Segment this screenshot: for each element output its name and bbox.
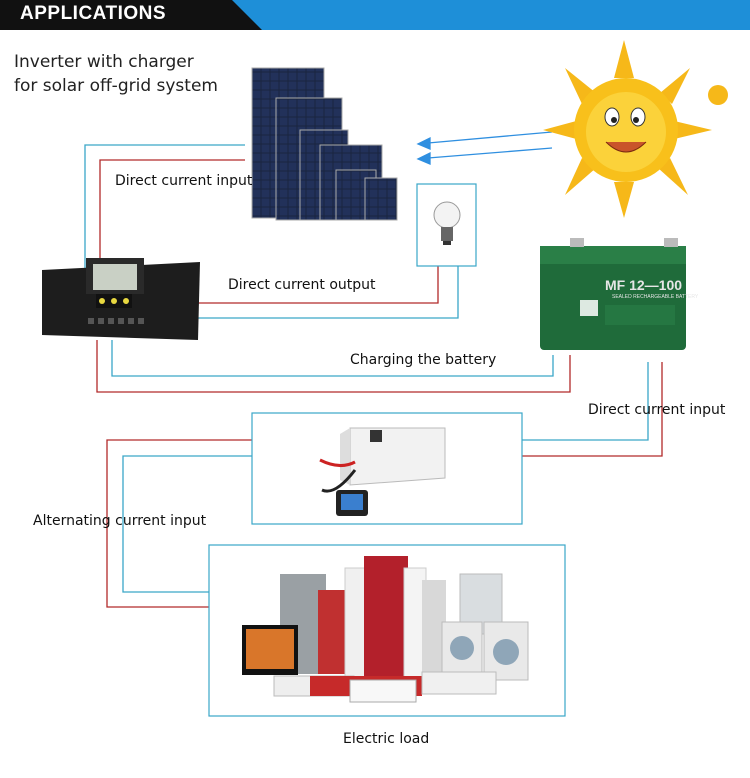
banner-shape <box>0 0 750 30</box>
wire-ac-blue <box>122 455 252 593</box>
label-dc-output: Direct current output <box>228 277 376 293</box>
label-dc-input-right: Direct current input <box>588 402 726 418</box>
wire-dc-output-red <box>198 265 439 304</box>
label-ac-input: Alternating current input <box>33 513 207 529</box>
label-dc-input-top: Direct current input <box>115 173 253 189</box>
battery-model: MF 12—100 <box>605 277 682 293</box>
wire-dc-output-blue <box>198 265 459 319</box>
appliances <box>242 556 529 703</box>
solar-panels <box>251 67 398 221</box>
header-banner: APPLICATIONS <box>0 0 750 30</box>
label-electric-load: Electric load <box>343 731 430 747</box>
wire-dc-input-blue <box>84 144 245 268</box>
battery <box>540 238 686 350</box>
subtitle-line-2: for solar off-grid system <box>14 76 218 96</box>
sunlight-arrows <box>416 131 553 165</box>
inverter <box>319 427 446 516</box>
wire-charge-red <box>96 340 571 393</box>
wires <box>84 144 663 608</box>
wire-charge-blue <box>111 340 554 377</box>
wire-dc-input-red <box>99 159 245 268</box>
light-bulb <box>416 183 477 267</box>
label-charging: Charging the battery <box>350 352 497 368</box>
subtitle: Inverter with charger for solar off-grid… <box>14 50 218 98</box>
subtitle-line-1: Inverter with charger <box>14 52 194 72</box>
battery-subtitle: SEALED RECHARGEABLE BATTERY <box>612 294 699 300</box>
wire-battery-blue <box>522 362 649 441</box>
wire-ac-red <box>106 439 252 608</box>
page-title: APPLICATIONS <box>20 3 167 24</box>
charge-controller <box>42 258 200 340</box>
sun-icon <box>543 40 728 218</box>
wire-battery-red <box>522 362 663 457</box>
